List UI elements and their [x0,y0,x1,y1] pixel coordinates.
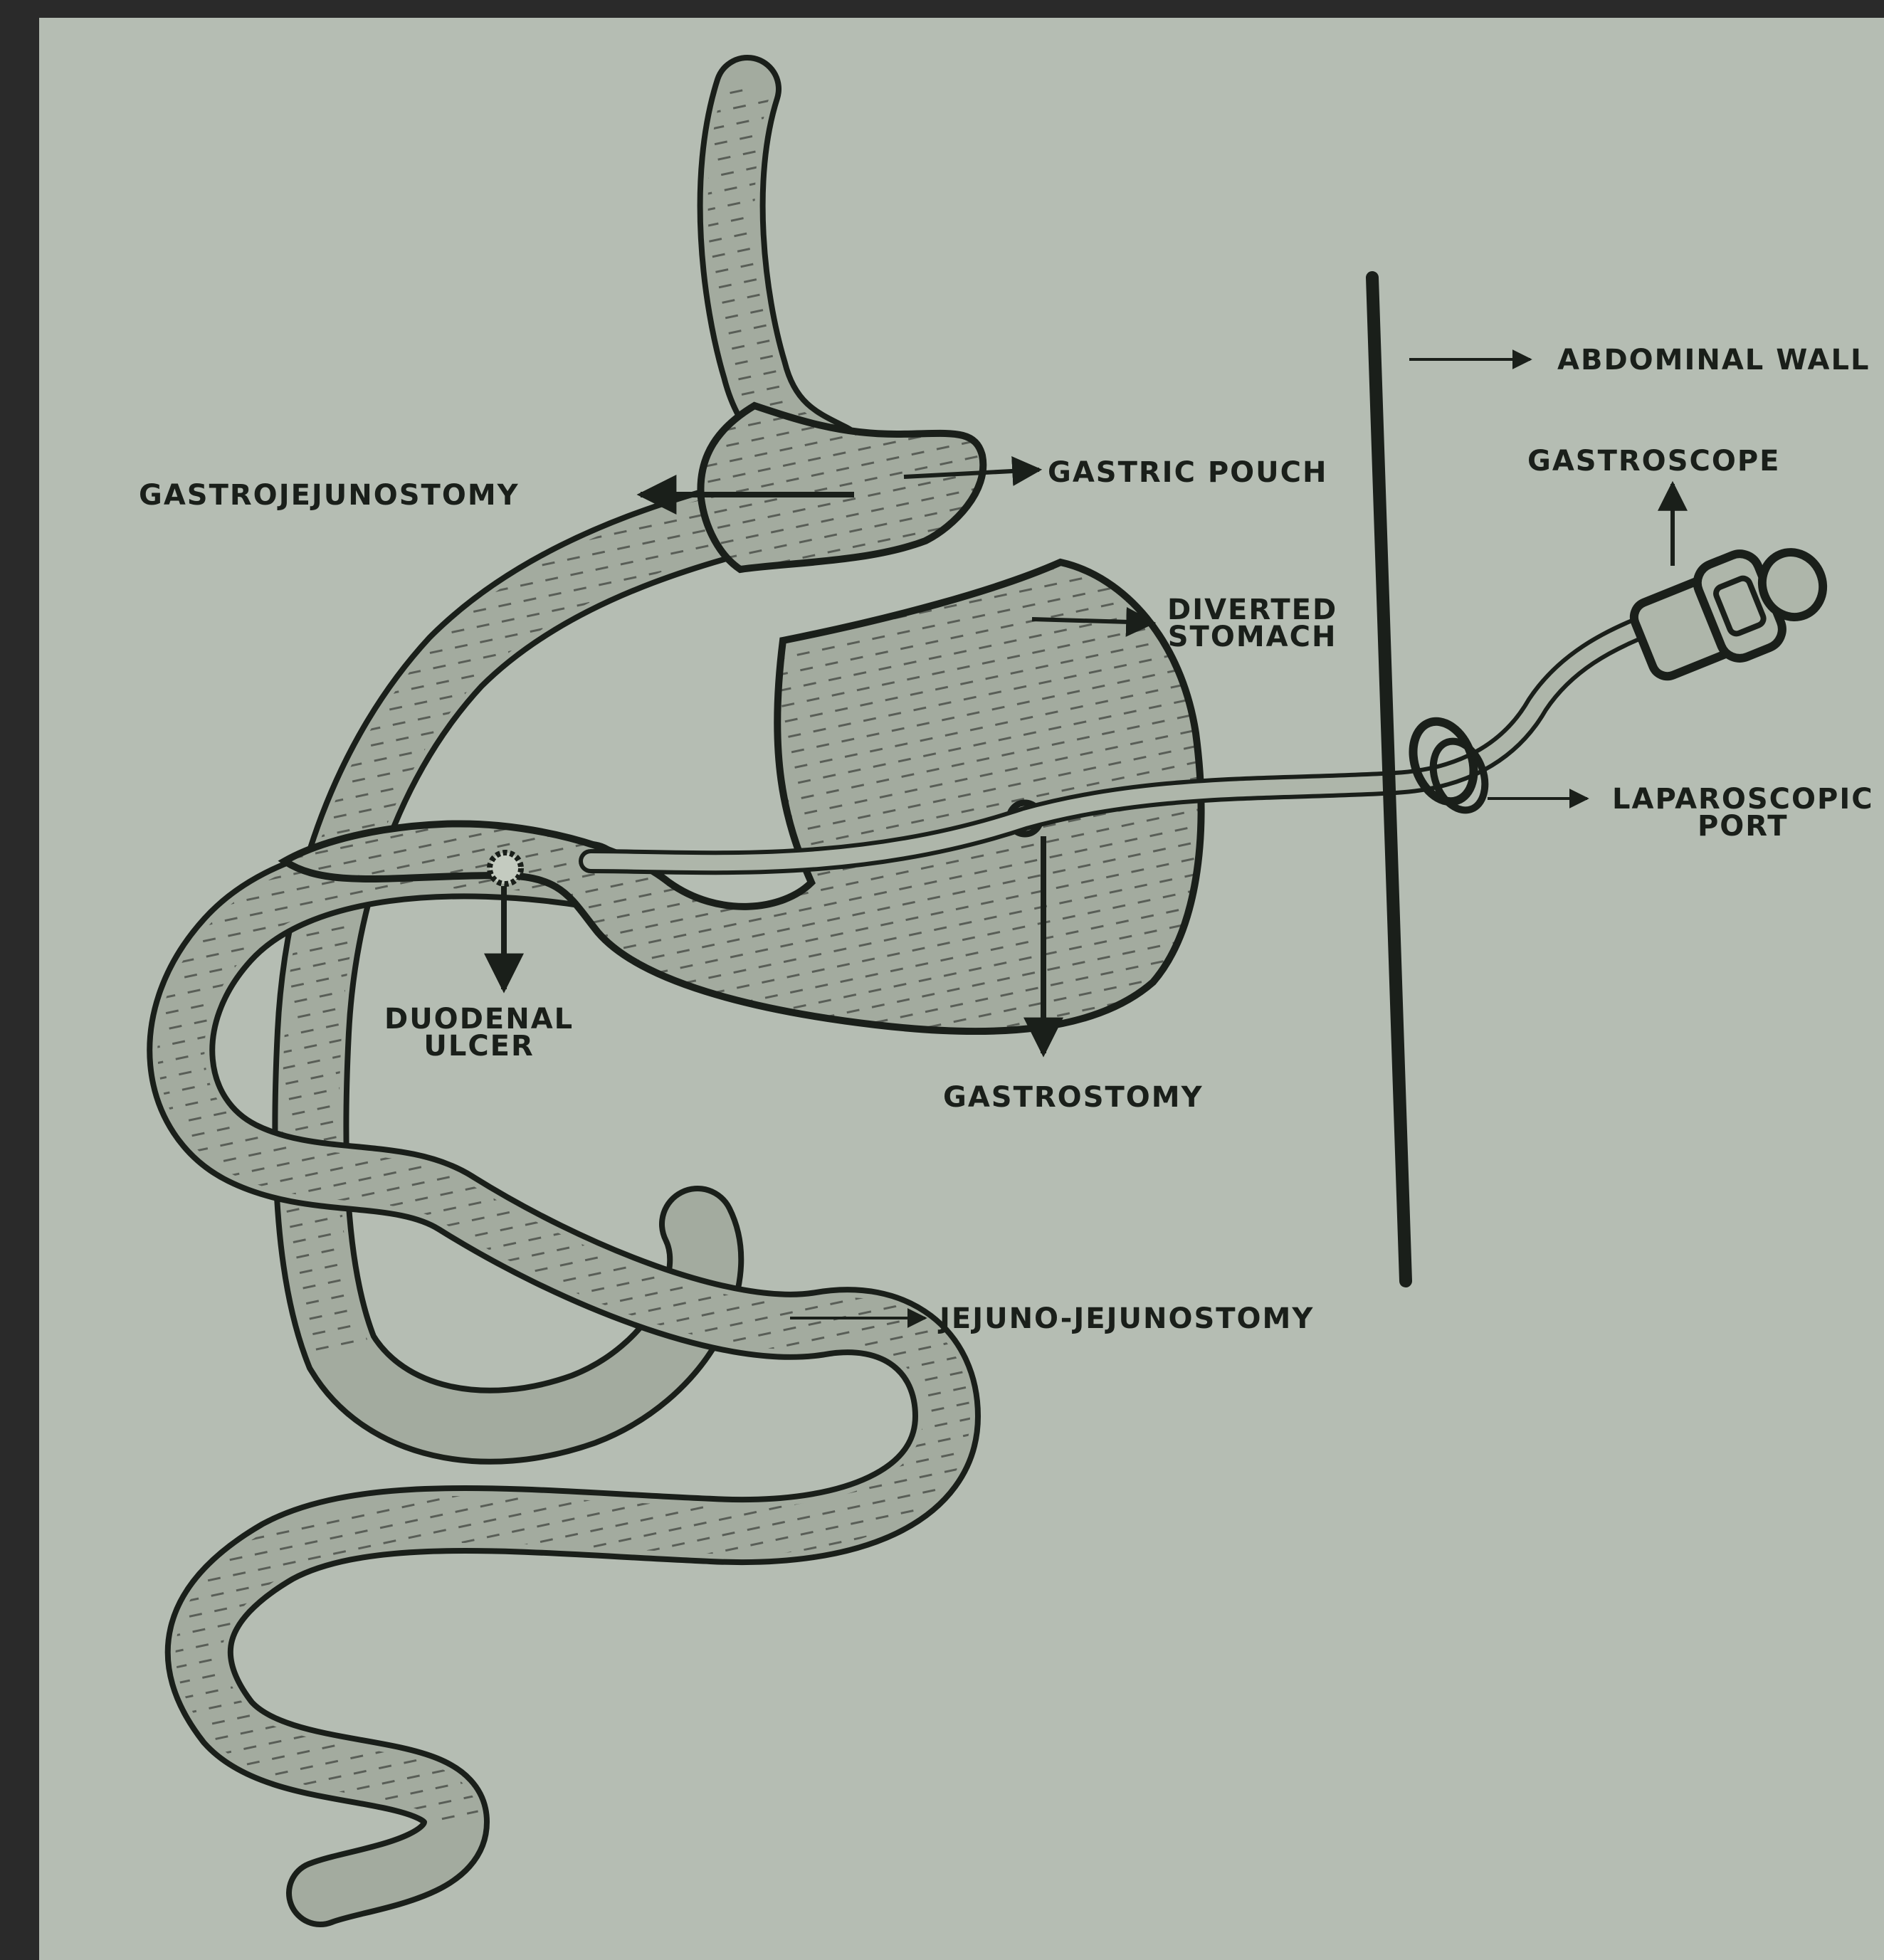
label-abdominal-wall: ABDOMINAL WALL [1557,346,1870,374]
label-laparoscopic-port-line2: PORT [1612,813,1874,840]
label-duodenal-ulcer: DUODENAL ULCER [384,1006,574,1060]
duodenal-ulcer-mark [490,853,521,884]
label-diverted-stomach-line2: STOMACH [1167,623,1337,650]
label-gastrostomy: GASTROSTOMY [943,1083,1204,1112]
label-laparoscopic-port: LAPAROSCOPIC PORT [1612,786,1874,840]
label-jejuno-jejunostomy: JEJUNO-JEJUNOSTOMY [940,1305,1314,1333]
label-diverted-stomach-line1: DIVERTED [1167,596,1337,623]
label-gastroscope: GASTROSCOPE [1527,447,1781,475]
label-duodenal-ulcer-line2: ULCER [384,1033,574,1060]
label-gastric-pouch: GASTRIC POUCH [1048,458,1327,487]
label-laparoscopic-port-line1: LAPAROSCOPIC [1612,786,1874,813]
label-duodenal-ulcer-line1: DUODENAL [384,1006,574,1033]
label-gastrojejunostomy: GASTROJEJUNOSTOMY [139,481,520,510]
label-diverted-stomach: DIVERTED STOMACH [1167,596,1337,650]
